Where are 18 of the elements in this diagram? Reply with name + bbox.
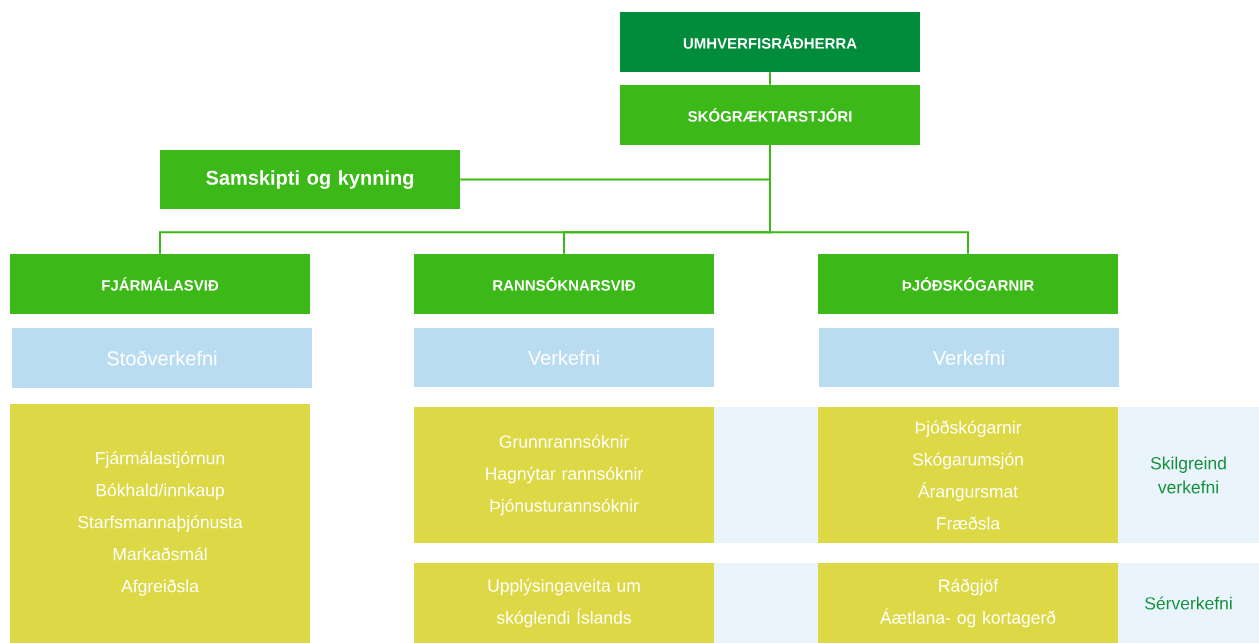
department-box: SKÓGRÆKTARSTJÓRI	[620, 85, 920, 145]
section-box: Stoðverkefni	[12, 328, 312, 388]
department-box: FJÁRMÁLASVIÐ	[10, 254, 310, 314]
task-band: Sérverkefni	[1118, 563, 1259, 643]
task-box: Þjóðskógarnir Skógarumsjón Árangursmat Fræðsla	[818, 407, 1118, 543]
section-box: Verkefni	[414, 328, 714, 387]
manager-box: UMHVERFISRÁÐHERRA	[620, 12, 920, 72]
department-box: RANNSÓKNARSVIÐ	[414, 254, 714, 314]
connector-line	[769, 71, 771, 86]
connector-line	[769, 144, 969, 255]
task-box: Fjármálastjórnun Bókhald/innkaup Starfsmannaþjónusta Markaðsmál Afgreiðsla	[10, 404, 310, 643]
task-band: Skilgreind verkefni	[1118, 407, 1259, 543]
department-box: Samskipti og kynning	[160, 150, 460, 209]
section-box: Verkefni	[819, 328, 1119, 387]
task-box: Ráðgjöf Áætlana- og kortagerð	[818, 563, 1118, 643]
task-box: Upplýsingaveita um skóglendi Íslands	[414, 563, 714, 643]
department-box: ÞJÓÐSKÓGARNIR	[818, 254, 1118, 314]
task-box: Grunnrannsóknir Hagnýtar rannsóknir Þjónusturannsóknir	[414, 407, 714, 543]
